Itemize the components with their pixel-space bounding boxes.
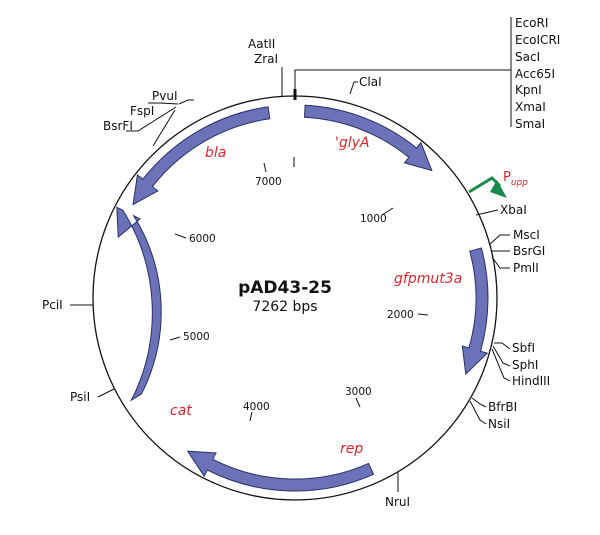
tick-mark-3000: [355, 397, 361, 408]
gene-label-gfpmut3a: gfpmut3a: [394, 271, 462, 287]
site-smai: SmaI: [515, 117, 545, 131]
site-hindiii: HindIII: [512, 374, 550, 388]
site-pcii: PciI: [42, 298, 63, 312]
tick-mark-7000: [263, 162, 267, 173]
site-line-psii: [97, 388, 115, 398]
tick-mark-4000: [249, 411, 253, 422]
tick-mark-2000: [417, 313, 429, 316]
promoter-upp: Pupp: [468, 170, 528, 198]
tick-label-3000: 3000: [345, 386, 372, 398]
site-xbai: XbaI: [500, 203, 527, 217]
site-line-pvui: [148, 102, 179, 105]
site-bsrgi: BsrGI: [513, 244, 545, 258]
gene-label-glyA: 'glyA: [335, 135, 370, 151]
site-clai: ClaI: [359, 75, 382, 89]
site-psii: PsiI: [70, 390, 90, 404]
site-line-bfrbi: [471, 397, 487, 408]
site-aatii: AatII: [248, 37, 275, 51]
tick-mark-5000: [169, 336, 181, 341]
site-nrui: NruI: [385, 495, 410, 509]
site-line-pvui-a: [178, 99, 194, 105]
site-kpni: KpnI: [515, 83, 542, 97]
site-msci: MscI: [513, 228, 540, 242]
cat-arrow: [116, 206, 162, 402]
promoter-arrow-head: [490, 180, 507, 198]
tick-label-1000: 1000: [360, 213, 387, 225]
site-fspi: FspI: [130, 104, 154, 118]
site-line-fspi: [126, 106, 177, 132]
site-pvui: PvuI: [152, 89, 177, 103]
site-bfrbi: BfrBI: [488, 400, 517, 414]
site-line-sphi: [492, 345, 511, 367]
site-line-msci: [488, 234, 510, 246]
site-sbfi: SbfI: [512, 341, 535, 355]
tick-label-2000: 2000: [387, 309, 414, 321]
plasmid-name: pAD43-25: [238, 278, 332, 298]
gene-label-cat: cat: [170, 403, 192, 419]
site-line-xbai: [475, 209, 499, 216]
site-line-hindiii: [491, 348, 511, 382]
site-line-clai: [349, 81, 358, 95]
tick-label-7000: 7000: [255, 176, 282, 188]
gene-label-bla: bla: [205, 145, 226, 161]
site-line-pmli: [491, 256, 510, 269]
site-saci: SacI: [515, 50, 540, 64]
gene-label-rep: rep: [340, 441, 363, 457]
rep-arrow: [186, 450, 375, 492]
tick-label-6000: 6000: [189, 233, 216, 245]
site-nsii: NsiI: [488, 417, 510, 431]
glyA-arrow: [303, 104, 433, 172]
site-sphi: SphI: [512, 358, 538, 372]
tick-mark-6000: [174, 233, 187, 239]
site-line-sbfi: [494, 342, 511, 350]
tick-mark-1000: [381, 207, 394, 216]
mcs-leader: [294, 69, 511, 91]
tick-label-4000: 4000: [243, 401, 270, 413]
scale-ticks: 1000 2000 3000 4000 5000 6000 7000: [169, 157, 429, 422]
site-pmli: PmlI: [513, 261, 539, 275]
site-ecori: EcoRI: [515, 16, 548, 30]
plasmid-size: 7262 bps: [252, 299, 317, 315]
tick-label-5000: 5000: [183, 331, 210, 343]
site-bsrfi: BsrFI: [103, 119, 133, 133]
gfpmut3a-arrow: [461, 247, 489, 376]
feature-arrows: [116, 104, 489, 492]
site-zrai: ZraI: [254, 52, 278, 66]
site-line-nsii: [469, 400, 487, 425]
site-xmai: XmaI: [515, 100, 546, 114]
site-acc65i: Acc65I: [515, 67, 555, 81]
site-line-bsrfi: [152, 109, 176, 147]
promoter-label: Pupp: [503, 170, 528, 188]
bla-arrow: [132, 106, 271, 206]
site-ecoicri: EcoICRI: [515, 33, 560, 47]
